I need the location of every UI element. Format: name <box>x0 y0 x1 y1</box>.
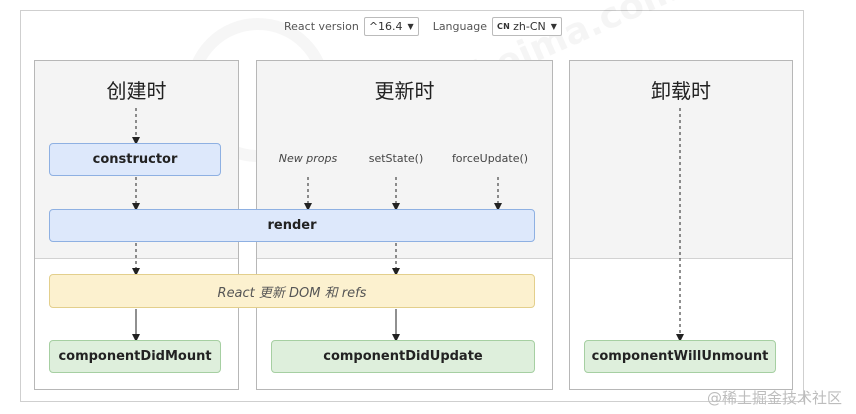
constructor-box: constructor <box>49 143 221 176</box>
language-value: zh-CN <box>513 19 546 33</box>
diagram-controls: React version ^16.4 ▼ Language CN zh-CN … <box>284 16 576 36</box>
chevron-down-icon: ▼ <box>550 21 557 31</box>
component-did-mount-box: componentDidMount <box>49 340 221 373</box>
chevron-down-icon: ▼ <box>407 21 414 31</box>
react-version-select[interactable]: ^16.4 ▼ <box>363 16 419 36</box>
watermark-attribution: @稀土掘金技术社区 <box>706 389 842 407</box>
phase-update-title: 更新时 <box>374 79 435 103</box>
language-label: Language <box>432 19 487 33</box>
component-did-update-box: componentDidUpdate <box>271 340 535 373</box>
trigger-new-props: New props <box>278 152 338 165</box>
render-box: render <box>49 209 535 242</box>
component-will-unmount-box: componentWillUnmount <box>584 340 776 373</box>
language-flag: CN <box>496 21 511 31</box>
trigger-set-state: setState() <box>368 152 424 165</box>
trigger-force-update: forceUpdate() <box>451 152 529 165</box>
react-version-label: React version <box>284 19 359 33</box>
phase-mount-title: 创建时 <box>106 79 167 103</box>
react-updates-dom-box: React 更新 DOM 和 refs <box>49 274 535 308</box>
phase-unmount-title: 卸载时 <box>651 79 711 103</box>
phase-unmount-render-stage <box>570 61 792 259</box>
react-version-value: ^16.4 <box>368 19 403 33</box>
language-select[interactable]: CN zh-CN ▼ <box>491 16 562 36</box>
